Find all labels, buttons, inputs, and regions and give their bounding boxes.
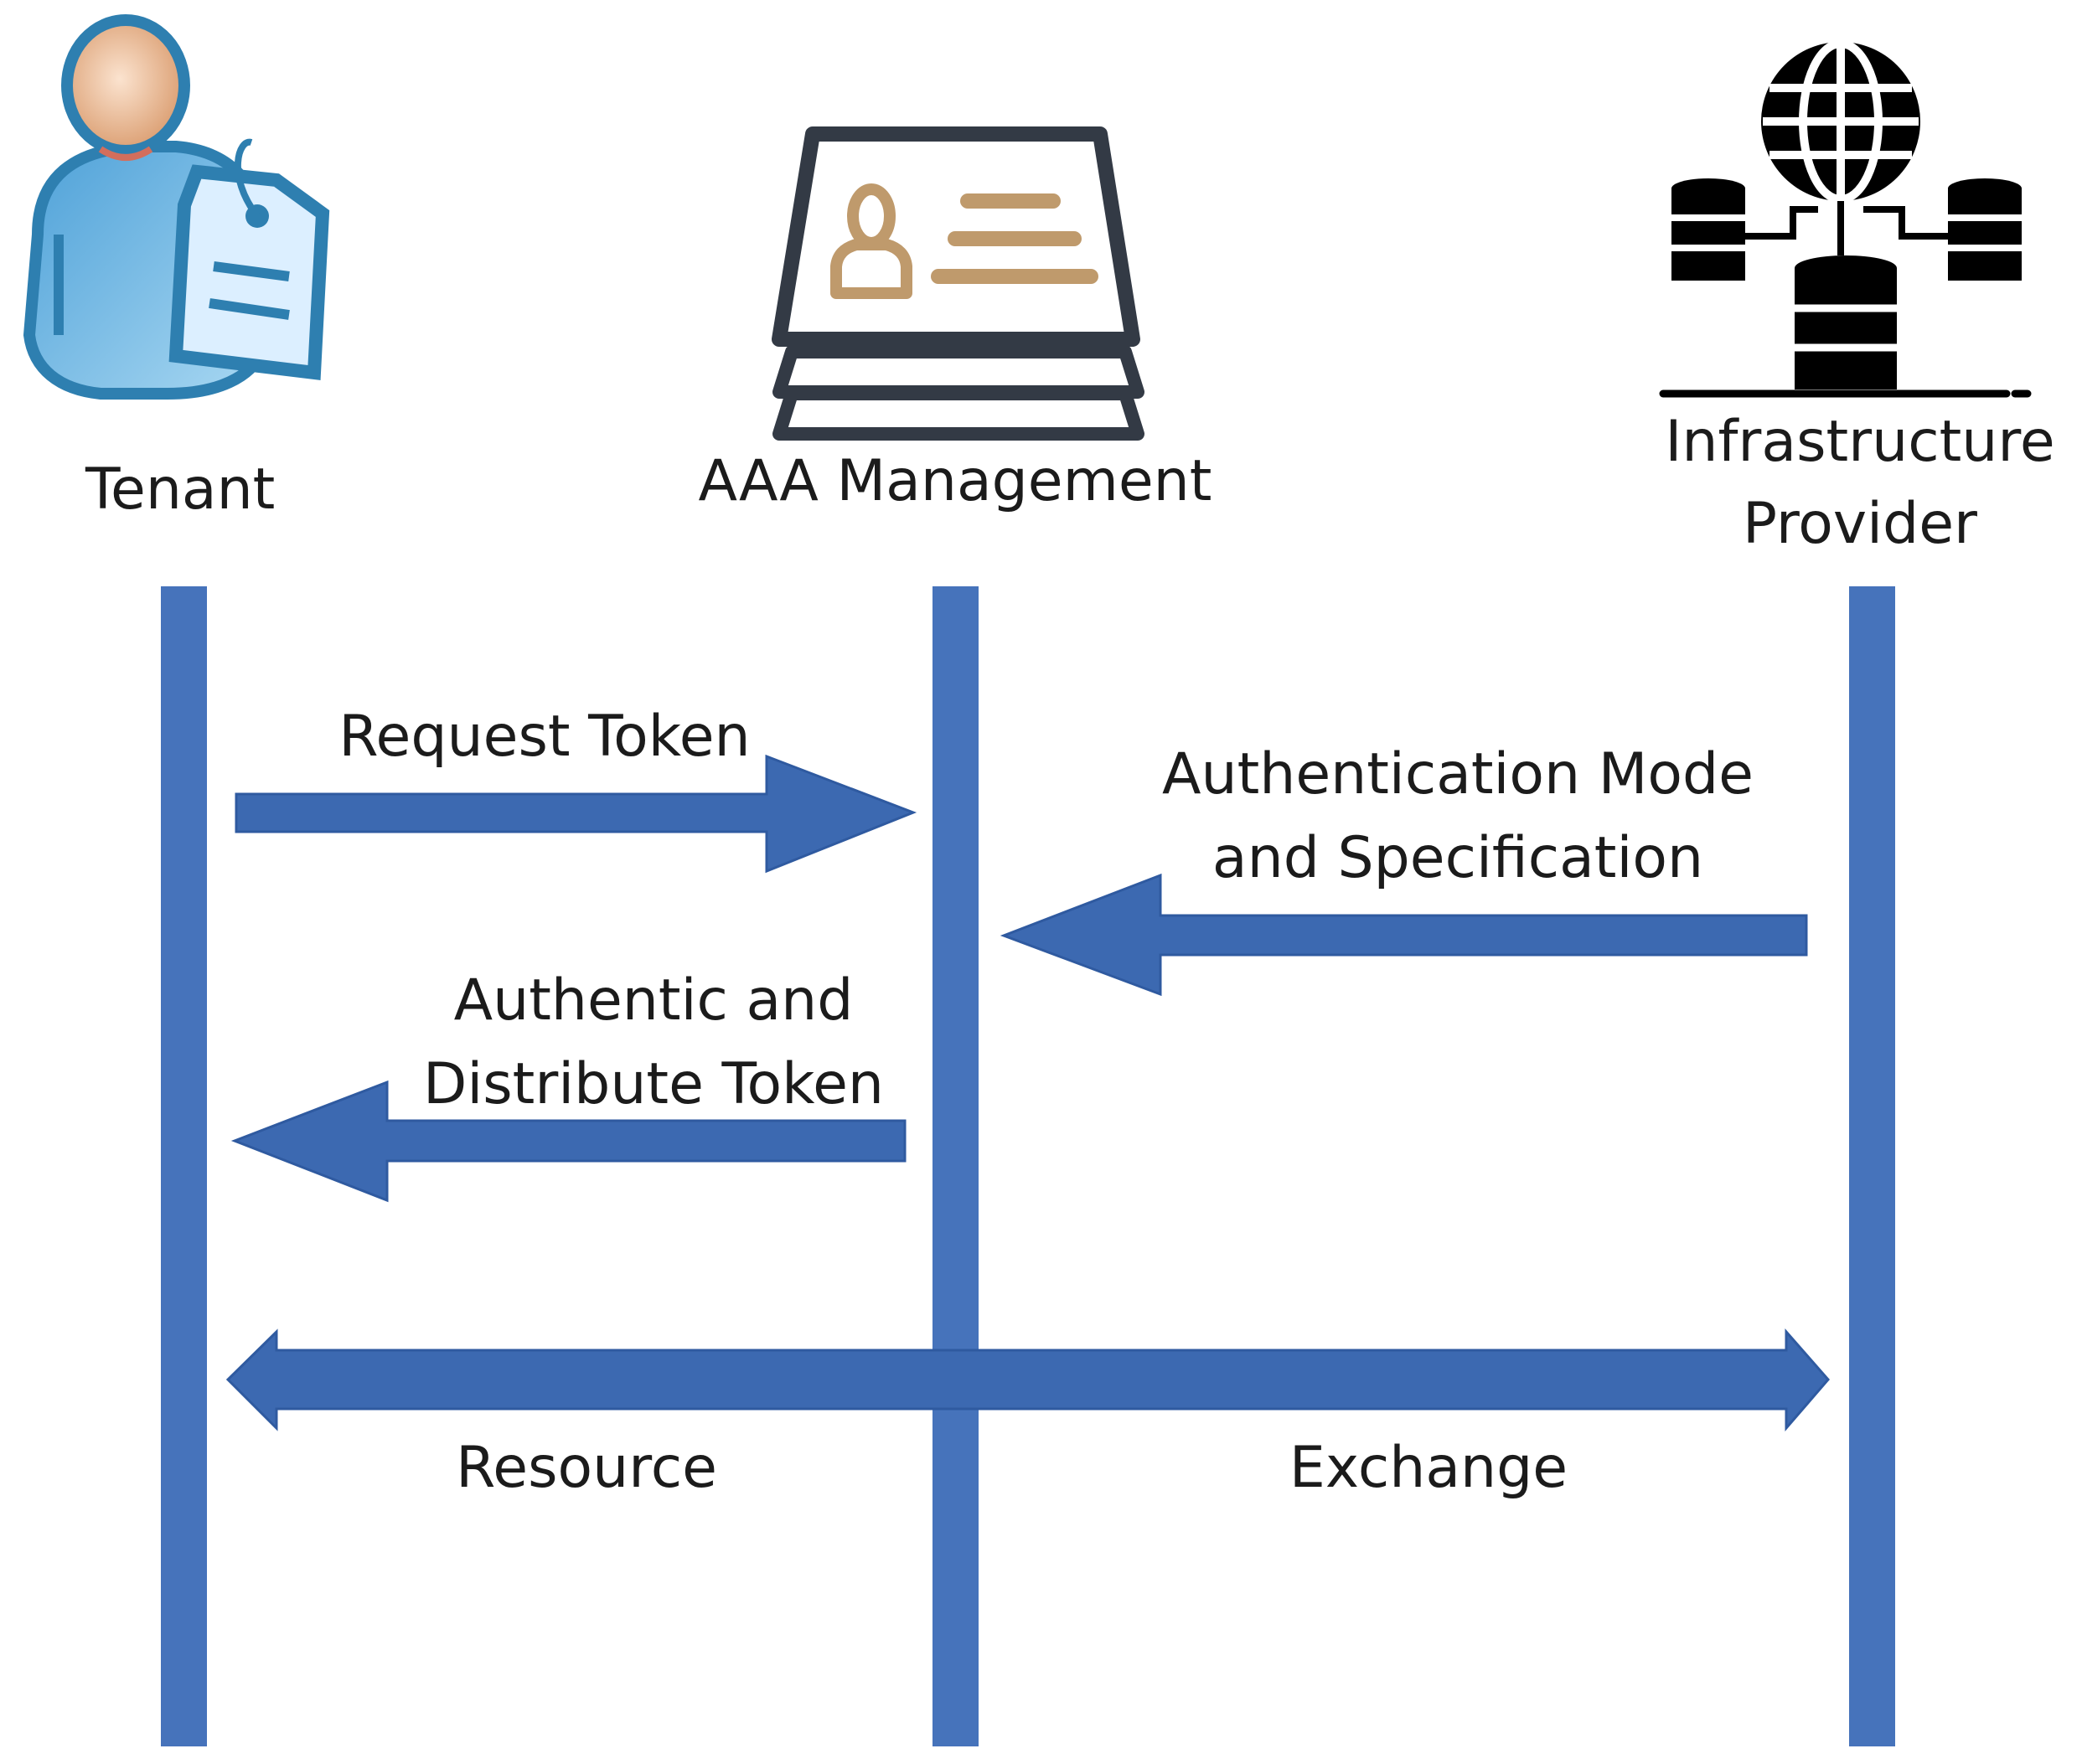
globe-database-network-icon [1659, 39, 2032, 398]
lifeline-tenant [161, 586, 207, 1746]
card-avatar-icon [830, 183, 912, 299]
request-token-label: Request Token [338, 704, 751, 770]
lifeline-aaa-management [933, 586, 979, 1746]
database-icon-left [1671, 178, 1745, 281]
infrastructure-provider-label-line2: Provider [1743, 491, 1977, 557]
authentication-mode-label-line1: Authentication Mode [1161, 741, 1754, 807]
lifeline-infrastructure-provider [1849, 586, 1895, 1746]
tenant-label: Tenant [85, 456, 276, 523]
infrastructure-provider-label-line1: Infrastructure [1665, 409, 2055, 475]
aaa-management-label: AAA Management [698, 448, 1212, 514]
id-card-stack-icon [772, 126, 1144, 441]
distribute-token-label-line1: Authentic and [453, 967, 854, 1034]
tag-icon [168, 138, 330, 380]
request-token-arrow [235, 754, 917, 874]
exchange-label: Exchange [1289, 1435, 1568, 1501]
authentication-mode-arrow [1000, 873, 1808, 997]
resource-exchange-arrow [225, 1328, 1830, 1432]
database-icon-center [1795, 255, 1897, 389]
distribute-token-label-line2: Distribute Token [422, 1051, 885, 1117]
database-icon-right [1948, 178, 2022, 281]
tenant-with-tag-icon [23, 14, 330, 400]
authentication-mode-label-line2: and Specification [1211, 825, 1704, 891]
resource-label: Resource [456, 1435, 717, 1501]
distribute-token-arrow [230, 1080, 907, 1203]
